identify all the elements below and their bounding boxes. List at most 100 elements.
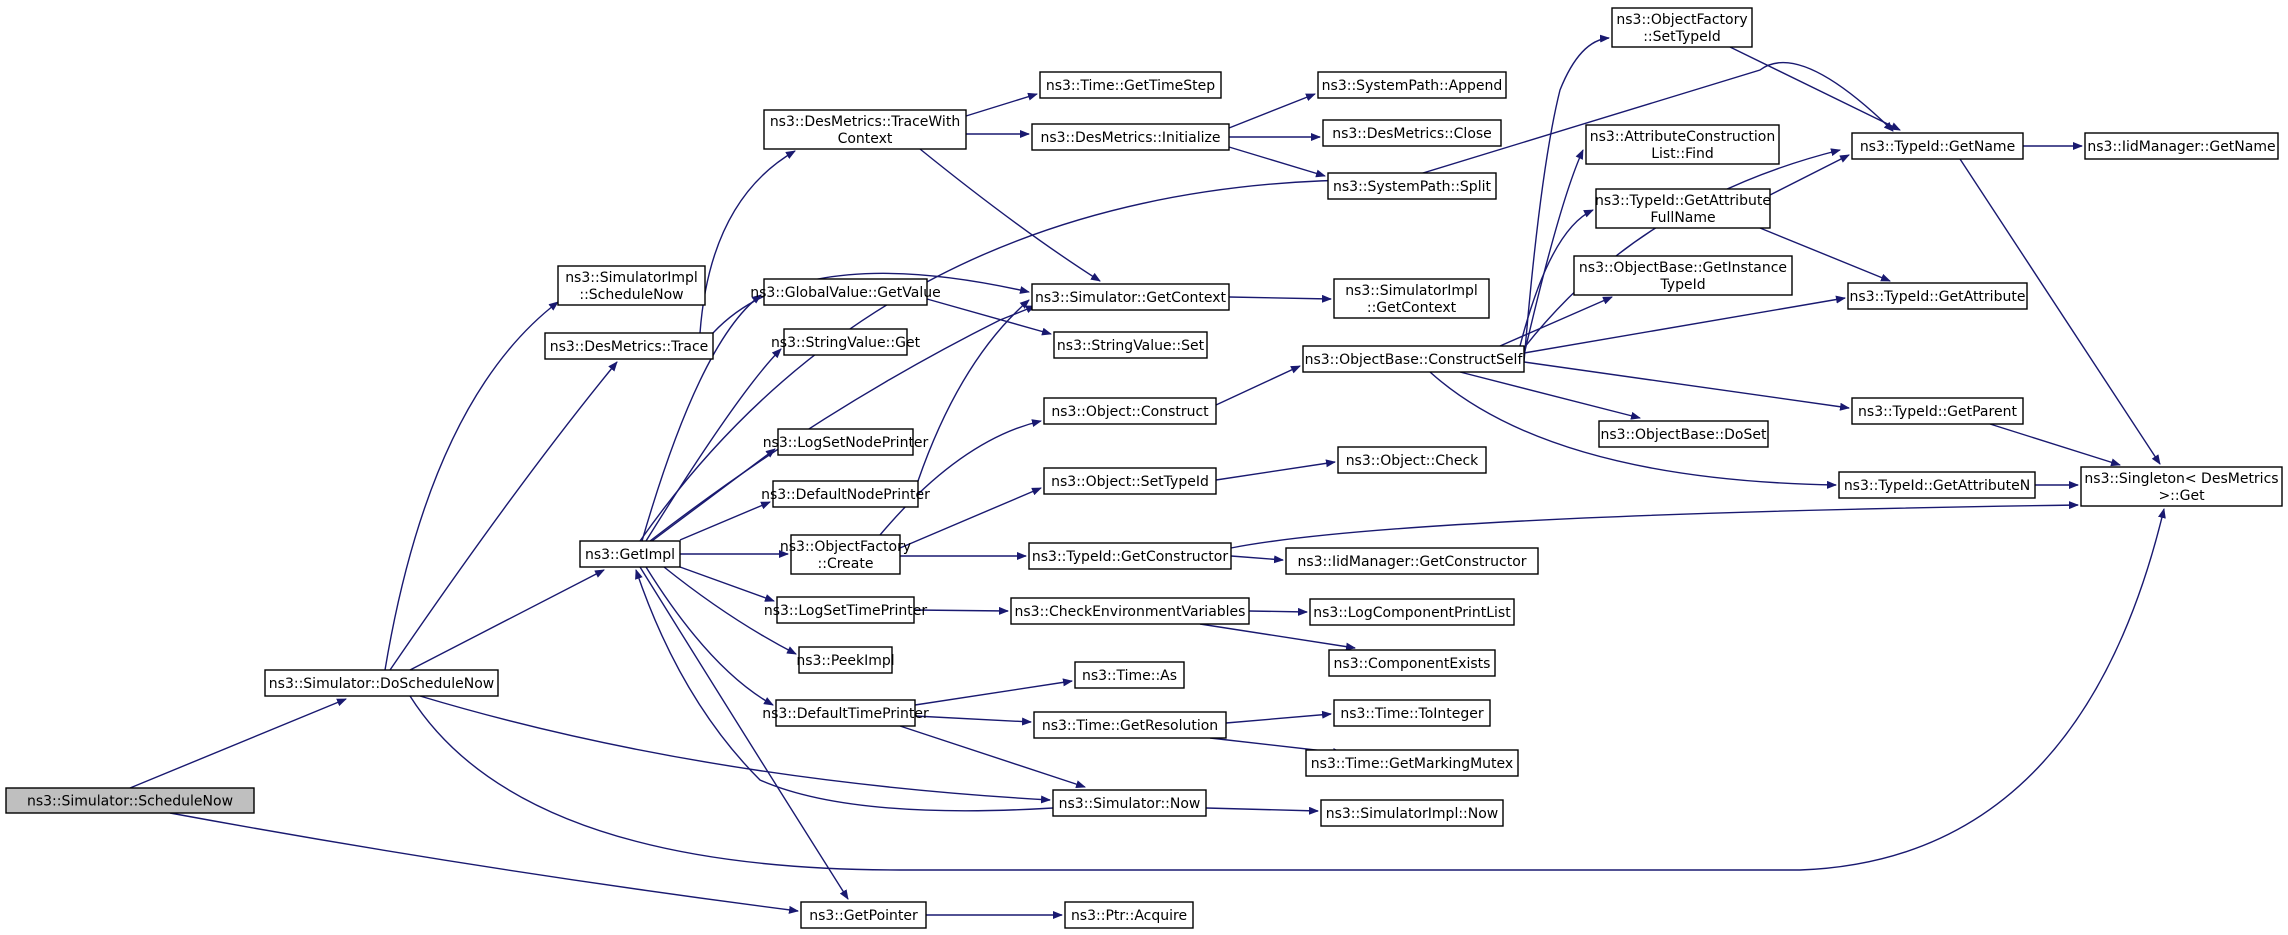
- node-time_getmarkingmutex[interactable]: ns3::Time::GetMarkingMutex: [1305, 749, 1519, 777]
- node-sp_append[interactable]: ns3::SystemPath::Append: [1317, 71, 1507, 99]
- node-singleton_get[interactable]: ns3::Singleton< DesMetrics >::Get: [2080, 466, 2283, 507]
- edge-sim_now-to-simimpl_now: [1205, 806, 1319, 815]
- node-desmetrics_trace[interactable]: ns3::DesMetrics::Trace: [544, 332, 714, 360]
- node-of_create[interactable]: ns3::ObjectFactory::Create: [780, 534, 911, 575]
- node-time_tointeger[interactable]: ns3::Time::ToInteger: [1333, 699, 1491, 727]
- node-getimpl[interactable]: ns3::GetImpl: [579, 540, 681, 568]
- edge-constructself-to-of_settypeid: [1523, 34, 1610, 363]
- node-label: ns3::GetPointer: [809, 908, 918, 924]
- node-box: [1851, 397, 2024, 425]
- node-time_as[interactable]: ns3::Time::As: [1074, 661, 1185, 689]
- node-logsetnodeprinter[interactable]: ns3::LogSetNodePrinter: [763, 428, 929, 456]
- node-box: [1328, 649, 1496, 677]
- node-box: [1598, 420, 1769, 448]
- node-label: ns3::LogSetNodePrinter: [763, 435, 929, 451]
- node-label: ns3::Simulator::DoScheduleNow: [269, 676, 494, 692]
- node-box: [1337, 446, 1487, 474]
- node-sim_getcontext[interactable]: ns3::Simulator::GetContext: [1031, 283, 1230, 311]
- node-box: [790, 534, 901, 575]
- node-getpointer[interactable]: ns3::GetPointer: [800, 901, 927, 929]
- node-box: [1847, 282, 2028, 310]
- edge-defaulttimeprinter-to-sim_now: [899, 725, 1086, 788]
- node-box: [2084, 132, 2279, 160]
- node-peekimpl[interactable]: ns3::PeekImpl: [796, 646, 895, 674]
- node-label: Context: [838, 131, 893, 147]
- node-label: ns3::Object::Construct: [1051, 404, 1209, 420]
- node-time_getresolution[interactable]: ns3::Time::GetResolution: [1033, 711, 1227, 739]
- node-simimpl_schedulenow[interactable]: ns3::SimulatorImpl::ScheduleNow: [557, 265, 706, 306]
- edge-defaultnodeprinter-to-sim_getcontext: [917, 299, 1030, 482]
- node-typeid_getattribute[interactable]: ns3::TypeId::GetAttribute: [1847, 282, 2028, 310]
- node-box: [1302, 345, 1525, 373]
- node-box: [1573, 255, 1793, 296]
- node-label: ns3::ObjectFactory: [1616, 12, 1747, 28]
- node-label: List::Find: [1651, 146, 1714, 162]
- node-sv_get[interactable]: ns3::StringValue::Get: [771, 328, 921, 356]
- node-label: ns3::ObjectBase::ConstructSelf: [1305, 352, 1524, 368]
- node-box: [1333, 278, 1490, 319]
- node-sp_split[interactable]: ns3::SystemPath::Split: [1327, 172, 1497, 200]
- edge-of_create-to-obj_settypeid: [899, 487, 1042, 549]
- node-time_gettimestep[interactable]: ns3::Time::GetTimeStep: [1039, 71, 1222, 99]
- edge-constructself-to-typeid_getattrfullname: [1519, 209, 1594, 347]
- edge-of_create-to-obj_construct: [879, 419, 1042, 536]
- node-label: ns3::Time::ToInteger: [1340, 706, 1484, 722]
- node-iid_getname[interactable]: ns3::IidManager::GetName: [2084, 132, 2279, 160]
- node-typeid_getattributen[interactable]: ns3::TypeId::GetAttributeN: [1838, 471, 2036, 499]
- node-obj_settypeid[interactable]: ns3::Object::SetTypeId: [1043, 467, 1217, 495]
- node-logsettimeprinter[interactable]: ns3::LogSetTimePrinter: [764, 596, 928, 624]
- edge-root-to-doschedulenow: [129, 698, 347, 789]
- node-simimpl_getcontext[interactable]: ns3::SimulatorImpl::GetContext: [1333, 278, 1490, 319]
- edge-checkenv-to-logcomponentprintlist: [1248, 607, 1308, 616]
- edge-defaulttimeprinter-to-time_as: [914, 678, 1073, 706]
- node-root[interactable]: ns3::Simulator::ScheduleNow: [5, 787, 255, 814]
- node-obj_construct[interactable]: ns3::Object::Construct: [1043, 397, 1217, 425]
- node-simimpl_now[interactable]: ns3::SimulatorImpl::Now: [1320, 799, 1504, 827]
- node-typeid_getparent[interactable]: ns3::TypeId::GetParent: [1851, 397, 2024, 425]
- edge-sim_now-to-getimpl: [635, 569, 1054, 812]
- node-ob_doset[interactable]: ns3::ObjectBase::DoSet: [1598, 420, 1769, 448]
- edge-desmetrics_trace-to-sim_getcontext: [712, 272, 1030, 334]
- node-label: ns3::TypeId::GetConstructor: [1032, 549, 1228, 565]
- node-box: [1043, 467, 1217, 495]
- node-defaulttimeprinter[interactable]: ns3::DefaultTimePrinter: [762, 699, 929, 727]
- node-box: [1031, 123, 1230, 151]
- node-gv_getvalue[interactable]: ns3::GlobalValue::GetValue: [750, 278, 941, 306]
- node-sv_set[interactable]: ns3::StringValue::Set: [1053, 331, 1208, 359]
- node-des_close[interactable]: ns3::DesMetrics::Close: [1322, 119, 1502, 147]
- node-doschedulenow[interactable]: ns3::Simulator::DoScheduleNow: [264, 669, 499, 697]
- node-label: ns3::StringValue::Get: [771, 335, 921, 351]
- edge-des_initialize-to-sp_split: [1228, 146, 1326, 178]
- node-box: [1031, 283, 1230, 311]
- node-sim_now[interactable]: ns3::Simulator::Now: [1052, 789, 1207, 817]
- node-obj_check[interactable]: ns3::Object::Check: [1337, 446, 1487, 474]
- edge-typeid_getconstructor-to-iid_getconstructor: [1230, 555, 1284, 564]
- node-label: ns3::AttributeConstruction: [1590, 129, 1775, 145]
- node-box: [557, 265, 706, 306]
- node-logcomponentprintlist[interactable]: ns3::LogComponentPrintList: [1309, 598, 1515, 626]
- node-checkenv[interactable]: ns3::CheckEnvironmentVariables: [1010, 597, 1250, 625]
- node-box: [1333, 699, 1491, 727]
- node-iid_getconstructor[interactable]: ns3::IidManager::GetConstructor: [1285, 547, 1539, 575]
- node-componentexists[interactable]: ns3::ComponentExists: [1328, 649, 1496, 677]
- node-ptracquire[interactable]: ns3::Ptr::Acquire: [1064, 901, 1194, 929]
- node-of_settypeid[interactable]: ns3::ObjectFactory::SetTypeId: [1611, 7, 1753, 48]
- node-label: ns3::Ptr::Acquire: [1071, 908, 1187, 924]
- node-defaultnodeprinter[interactable]: ns3::DefaultNodePrinter: [761, 480, 930, 508]
- node-label: TypeId: [1659, 277, 1705, 293]
- node-label: ns3::Simulator::ScheduleNow: [27, 794, 233, 810]
- node-box: [763, 278, 928, 306]
- node-typeid_getname[interactable]: ns3::TypeId::GetName: [1851, 132, 2024, 160]
- node-label: ns3::TypeId::GetAttributeN: [1844, 478, 2030, 494]
- edge-logsettimeprinter-to-checkenv: [913, 606, 1009, 615]
- node-box: [1064, 901, 1194, 929]
- node-label: ns3::Time::As: [1082, 668, 1177, 684]
- node-des_initialize[interactable]: ns3::DesMetrics::Initialize: [1031, 123, 1230, 151]
- node-box: [1322, 119, 1502, 147]
- node-constructself[interactable]: ns3::ObjectBase::ConstructSelf: [1302, 345, 1525, 373]
- node-typeid_getconstructor[interactable]: ns3::TypeId::GetConstructor: [1028, 542, 1232, 570]
